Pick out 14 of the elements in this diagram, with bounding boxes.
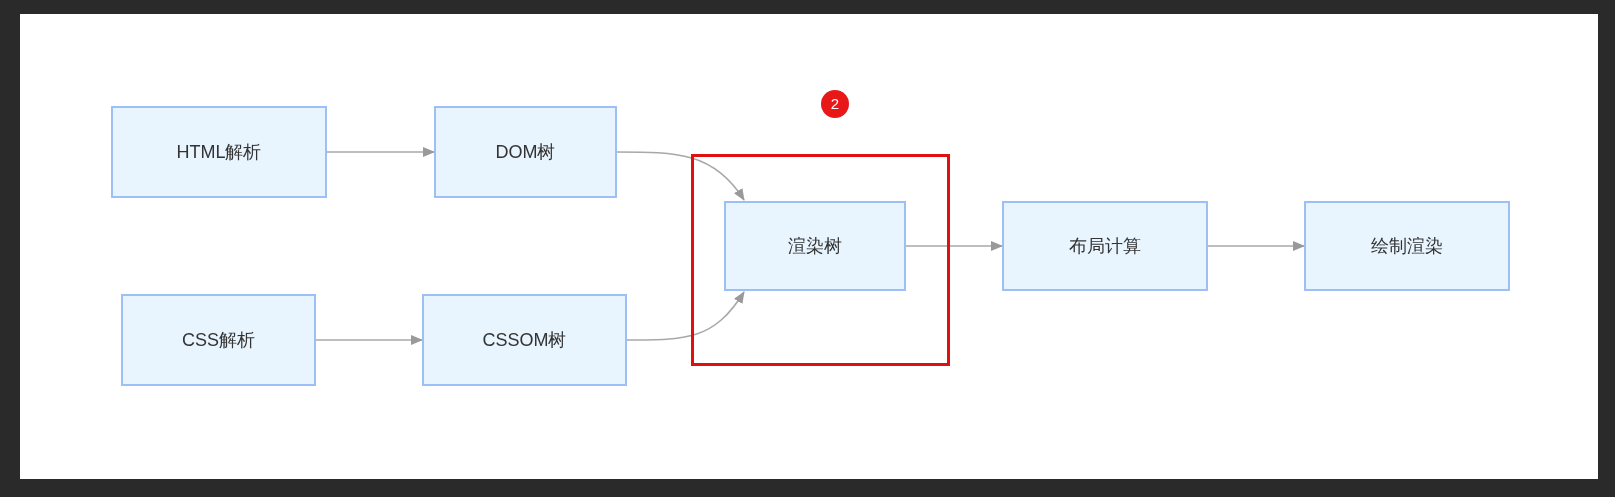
process-box: DOM树 [434, 106, 617, 198]
highlight-frame [691, 154, 950, 366]
arrow [1207, 241, 1305, 251]
arrow [626, 291, 745, 341]
arrow [315, 335, 423, 345]
process-box: 绘制渲染 [1304, 201, 1510, 291]
arrow [326, 147, 435, 157]
process-box: 渲染树 [724, 201, 906, 291]
process-box: CSS解析 [121, 294, 316, 386]
process-box: CSSOM树 [422, 294, 627, 386]
arrow [616, 151, 745, 201]
process-box: HTML解析 [111, 106, 327, 198]
arrow [905, 241, 1003, 251]
process-box: 布局计算 [1002, 201, 1208, 291]
